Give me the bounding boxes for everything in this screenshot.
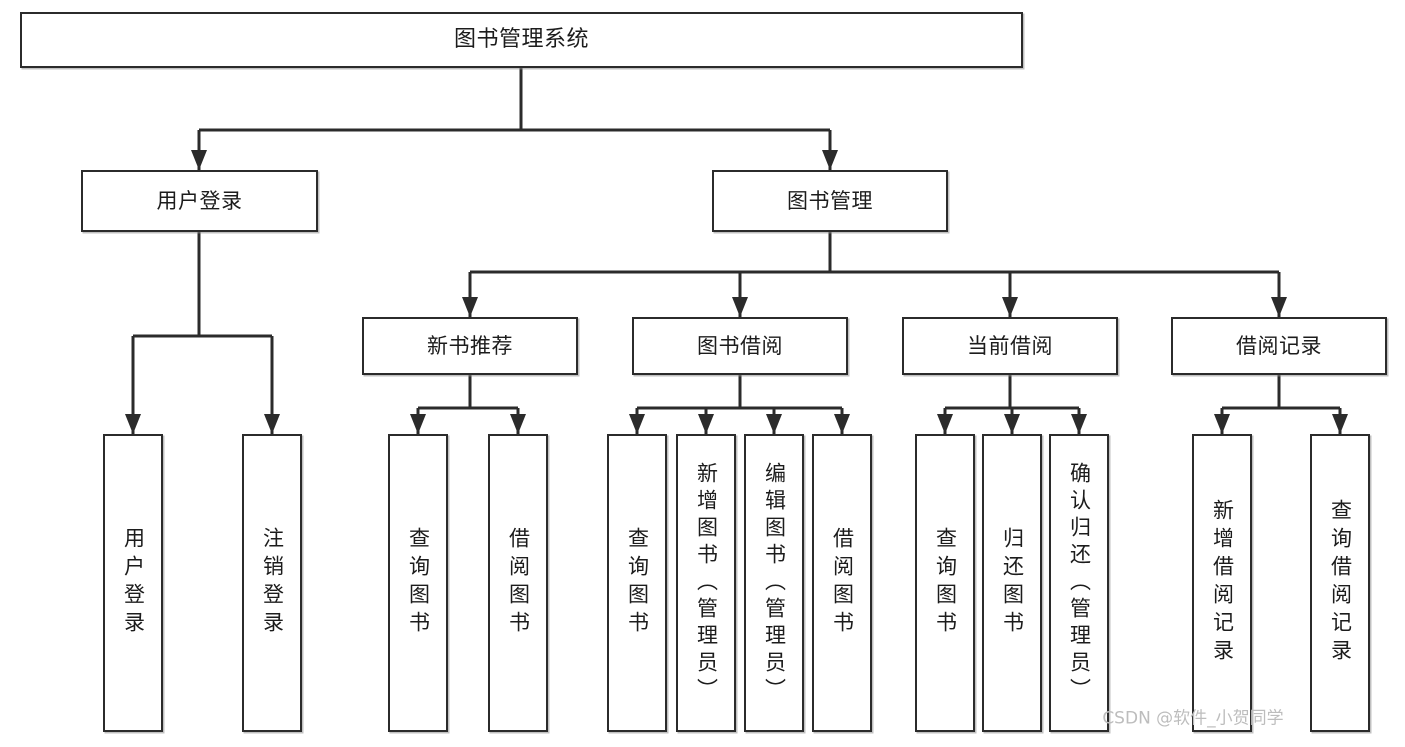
node-leaf-return-book[interactable]: 归还图书 bbox=[982, 434, 1042, 732]
node-book-borrow[interactable]: 图书借阅 bbox=[632, 317, 848, 375]
node-leaf-query-book-1[interactable]: 查询图书 bbox=[388, 434, 448, 732]
node-label: 查询图书 bbox=[933, 527, 958, 639]
edge-arrowhead-book-manage-0 bbox=[462, 297, 478, 317]
node-label: 新增借阅记录 bbox=[1210, 499, 1235, 667]
edge-arrowhead-user-login-0 bbox=[125, 414, 141, 434]
edge-arrowhead-book-manage-1 bbox=[732, 297, 748, 317]
edge-arrowhead-root-0 bbox=[191, 150, 207, 170]
node-label: 用户登录 bbox=[121, 527, 146, 639]
edge-arrowhead-borrow-record-0 bbox=[1214, 414, 1230, 434]
edge-arrowhead-current-borrow-0 bbox=[937, 414, 953, 434]
csdn-watermark: CSDN @软件_小贺同学 bbox=[1102, 708, 1284, 729]
edge-arrowhead-new-book-rec-0 bbox=[410, 414, 426, 434]
node-label: 当前借阅 bbox=[967, 333, 1053, 358]
node-borrow-record[interactable]: 借阅记录 bbox=[1171, 317, 1387, 375]
edge-arrowhead-book-borrow-2 bbox=[766, 414, 782, 434]
edge-arrowhead-book-borrow-1 bbox=[698, 414, 714, 434]
node-leaf-user-login[interactable]: 用户登录 bbox=[103, 434, 163, 732]
edge-arrowhead-new-book-rec-1 bbox=[510, 414, 526, 434]
edge-arrowhead-borrow-record-1 bbox=[1332, 414, 1348, 434]
node-current-borrow[interactable]: 当前借阅 bbox=[902, 317, 1118, 375]
node-label: 新书推荐 bbox=[427, 333, 513, 358]
node-user-login[interactable]: 用户登录 bbox=[81, 170, 318, 232]
node-leaf-borrow-book-2[interactable]: 借阅图书 bbox=[812, 434, 872, 732]
node-label: 查询图书 bbox=[625, 527, 650, 639]
edge-arrowhead-user-login-1 bbox=[264, 414, 280, 434]
node-book-manage[interactable]: 图书管理 bbox=[712, 170, 948, 232]
node-label: 图书管理系统 bbox=[453, 27, 589, 53]
node-label: 图书借阅 bbox=[697, 333, 783, 358]
node-leaf-add-book[interactable]: 新增图书（管理员） bbox=[676, 434, 736, 732]
edge-arrowhead-book-borrow-3 bbox=[834, 414, 850, 434]
node-label: 图书管理 bbox=[787, 188, 873, 213]
node-label: 用户登录 bbox=[156, 188, 243, 213]
node-label: 借阅图书 bbox=[830, 527, 855, 639]
node-label: 确认归还（管理员） bbox=[1067, 461, 1092, 705]
node-leaf-edit-book[interactable]: 编辑图书（管理员） bbox=[744, 434, 804, 732]
node-label: 归还图书 bbox=[1000, 527, 1025, 639]
edge-arrowhead-root-1 bbox=[822, 150, 838, 170]
edge-arrowhead-current-borrow-1 bbox=[1004, 414, 1020, 434]
node-label: 注销登录 bbox=[260, 527, 285, 639]
edge-arrowhead-book-manage-3 bbox=[1271, 297, 1287, 317]
node-leaf-add-record[interactable]: 新增借阅记录 bbox=[1192, 434, 1252, 732]
node-label: 借阅记录 bbox=[1236, 333, 1322, 358]
node-leaf-query-book-3[interactable]: 查询图书 bbox=[915, 434, 975, 732]
node-leaf-query-record[interactable]: 查询借阅记录 bbox=[1310, 434, 1370, 732]
edge-arrowhead-book-borrow-0 bbox=[629, 414, 645, 434]
node-leaf-query-book-2[interactable]: 查询图书 bbox=[607, 434, 667, 732]
node-leaf-borrow-book-1[interactable]: 借阅图书 bbox=[488, 434, 548, 732]
node-label: 借阅图书 bbox=[506, 527, 531, 639]
edge-arrowhead-current-borrow-2 bbox=[1071, 414, 1087, 434]
node-root[interactable]: 图书管理系统 bbox=[20, 12, 1023, 68]
edge-arrowhead-book-manage-2 bbox=[1002, 297, 1018, 317]
node-label: 新增图书（管理员） bbox=[694, 461, 719, 705]
node-label: 查询借阅记录 bbox=[1328, 499, 1353, 667]
node-leaf-confirm-return[interactable]: 确认归还（管理员） bbox=[1049, 434, 1109, 732]
node-label: 编辑图书（管理员） bbox=[762, 461, 787, 705]
node-label: 查询图书 bbox=[406, 527, 431, 639]
node-new-book-rec[interactable]: 新书推荐 bbox=[362, 317, 578, 375]
node-leaf-logout[interactable]: 注销登录 bbox=[242, 434, 302, 732]
